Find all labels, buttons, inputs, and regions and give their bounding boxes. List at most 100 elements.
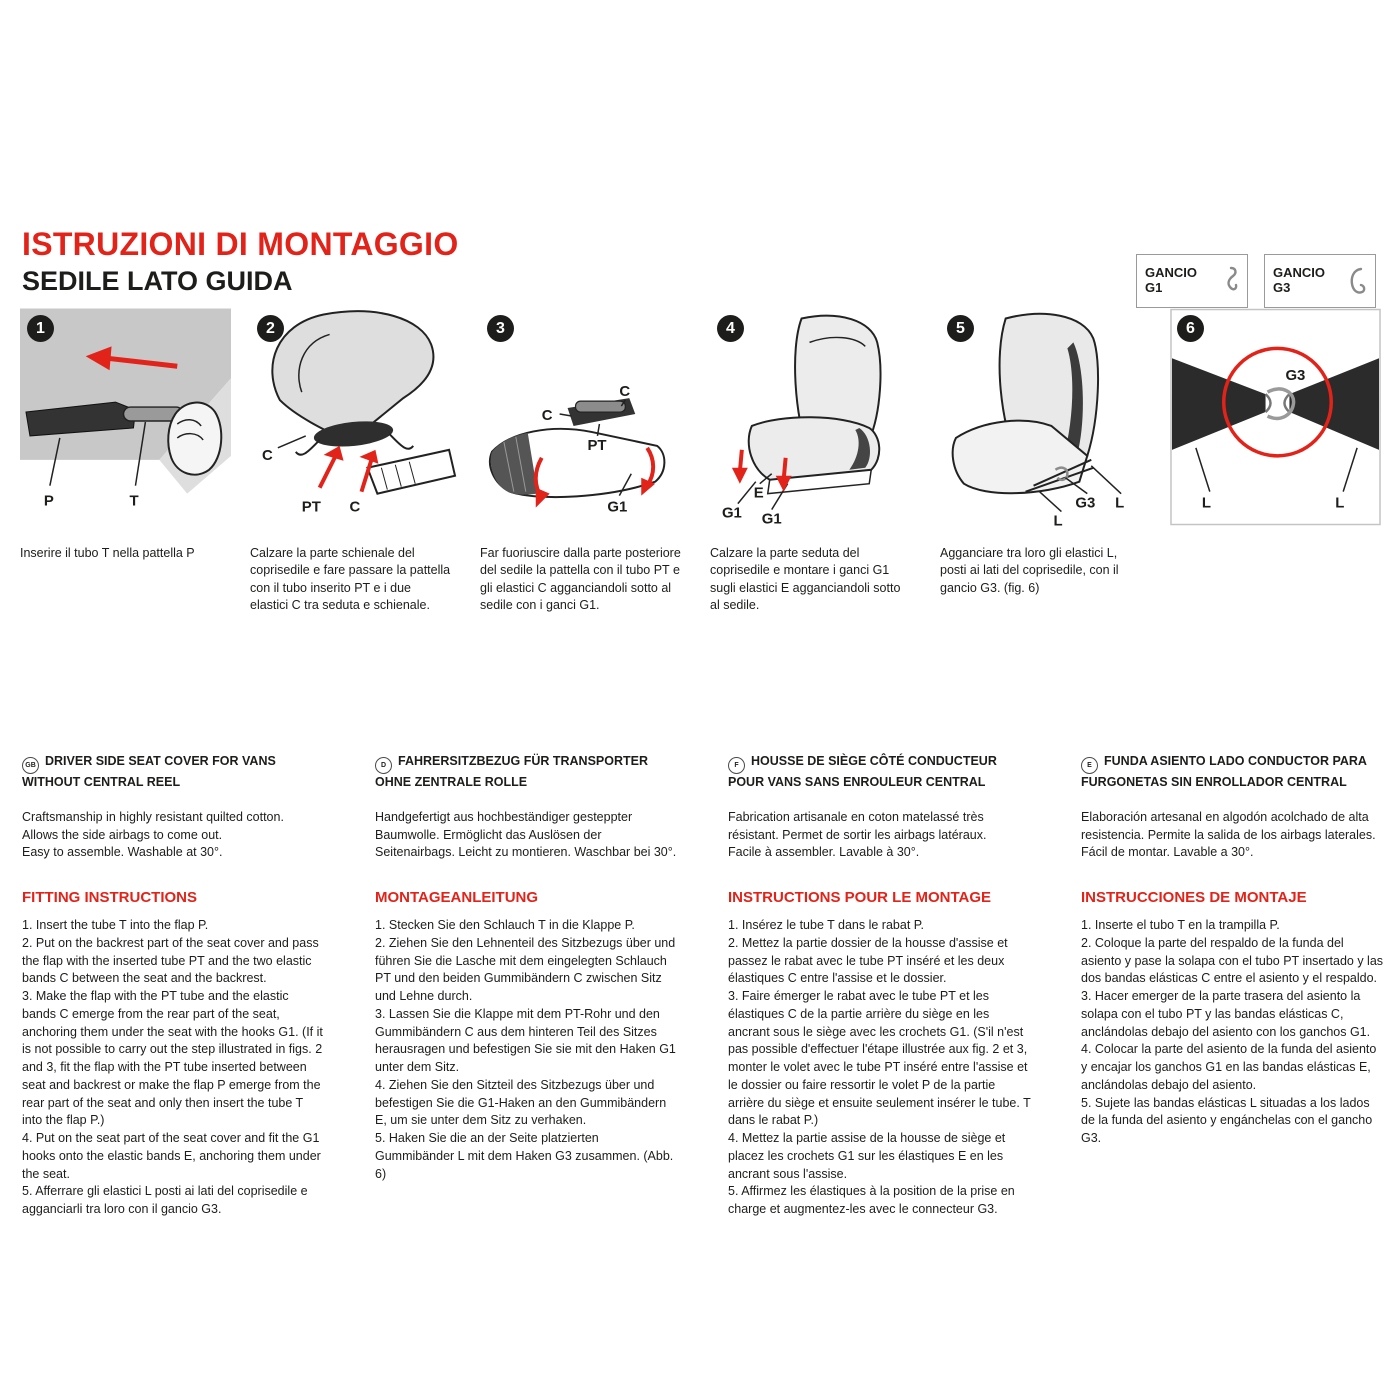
backrest-cover-drawing: C PT C — [262, 310, 457, 516]
panel-step-5: G3 L L 5 Agganciare tra loro gli elastic… — [940, 308, 1151, 614]
step-text: 4. Colocar la parte del asiento de la fu… — [1081, 1042, 1377, 1092]
red-arrow-left-head — [535, 487, 550, 508]
panel-caption: Calzare la parte seduta del coprisedile … — [710, 546, 901, 612]
flag-de-icon: D — [375, 757, 392, 775]
step-text: 5. Affirmez les élastiques à la position… — [728, 1184, 1015, 1217]
red-highlight-circle — [1222, 346, 1333, 458]
step-panels: P T 1 Inserire il tubo T nella pattella … — [20, 308, 1381, 614]
cushion-shape — [747, 416, 881, 481]
cushion-stripes — [503, 436, 527, 492]
leader-line-l-right — [1342, 447, 1358, 492]
header: ISTRUZIONI DI MONTAGGIO SEDILE LATO GUID… — [22, 226, 459, 297]
column-intro: Handgefertigt aus hochbeständiger gestep… — [375, 809, 677, 860]
flag-letter: D — [380, 762, 387, 769]
leader-line-c-right — [620, 399, 626, 407]
step-text: 4. Ziehen Sie den Sitzteil des Sitzbezug… — [375, 1077, 667, 1128]
step-text: 5. Haken Sie die an der Seite platzierte… — [375, 1131, 674, 1181]
part-label-g3: G3 — [1285, 367, 1305, 384]
column-heading-text: FUNDA ASIENTO LADO CONDUCTOR PARA FURGON… — [1081, 754, 1367, 790]
step-text: 1. Stecken Sie den Schlauch T in die Kla… — [375, 918, 635, 933]
flag-letter: E — [1087, 762, 1092, 769]
red-arrow-1-line — [317, 454, 338, 489]
part-label-c-right: C — [619, 383, 630, 400]
part-label-l-left: L — [1202, 495, 1211, 512]
panel-step-4: E G1 G1 4 Calzare la parte seduta del co… — [710, 308, 921, 614]
leader-line-c-left — [559, 413, 572, 417]
panel-step-3: C PT C G1 3 Far fuoriuscire dalla parte … — [480, 308, 691, 614]
instructions-title: FITTING INSTRUCTIONS — [22, 889, 197, 907]
step-text: 3. Lassen Sie die Klappe mit dem PT-Rohr… — [375, 1006, 676, 1075]
panel-2-illustration: C PT C 2 — [250, 308, 461, 533]
headrest-line — [809, 336, 866, 347]
red-arrow-2-line — [359, 459, 374, 493]
step-text: 3. Hacer emerger de la parte trasera del… — [1081, 989, 1371, 1039]
cushion-stripes — [380, 461, 416, 490]
seat-cushion-shape — [366, 448, 457, 495]
tube-into-flap-drawing: P T — [20, 308, 231, 510]
flag-letter: F — [734, 762, 739, 769]
step-text: 4. Put on the seat part of the seat cove… — [22, 1131, 321, 1181]
hook-legend-g3-label: GANCIO G3 — [1273, 265, 1325, 296]
side-elastics-drawing: G3 L L — [951, 312, 1124, 530]
red-arrow-2-head — [359, 449, 379, 464]
part-label-pt: PT — [302, 499, 321, 516]
elastic-band-right — [388, 433, 415, 450]
column-intro: Craftsmanship in highly resistant quilte… — [22, 809, 284, 860]
seat-part-drawing: E G1 G1 — [722, 314, 882, 528]
leader-line-g1-left — [737, 481, 757, 505]
hook-legend-g1-label: GANCIO G1 — [1145, 265, 1197, 296]
column-heading-text: FAHRERSITZBEZUG FÜR TRANSPORTER OHNE ZEN… — [375, 754, 648, 790]
step-number-badge: 2 — [257, 315, 284, 342]
strap-l-left — [1171, 358, 1266, 450]
flag-es-icon: E — [1081, 757, 1098, 775]
column-intro: Elaboración artesanal en algodón acolcha… — [1081, 809, 1376, 860]
flag-letter: GB — [25, 762, 36, 769]
step-text: 2. Coloque la parte del respaldo de la f… — [1081, 935, 1384, 986]
part-label-g1: G1 — [607, 499, 627, 516]
panel-4-illustration: E G1 G1 4 — [710, 308, 921, 533]
cushion-dark-end — [490, 432, 538, 495]
hook-legend-g3: GANCIO G3 — [1264, 254, 1376, 308]
panel-step-2: C PT C 2 Calzare la parte schienale del … — [250, 308, 461, 614]
side-bolster-shape — [849, 427, 871, 470]
leader-line-g1 — [618, 473, 632, 497]
flag-gb-icon: GB — [22, 757, 39, 775]
red-arrow-1-head — [323, 445, 344, 461]
red-arrow-right-head — [641, 477, 656, 496]
step-text: 1. Insérez le tube T dans le rabat P. — [728, 918, 924, 933]
skirt-line — [766, 469, 872, 495]
g3-hook-icon — [1350, 267, 1366, 294]
panel-caption: Far fuoriuscire dalla parte posteriore d… — [480, 546, 681, 612]
step-text: 3. Make the flap with the PT tube and th… — [22, 989, 323, 1128]
g1-hook-icon — [1227, 266, 1238, 291]
leader-line-pt — [596, 423, 601, 437]
hook-detail-drawing: G3 L L — [1170, 308, 1381, 526]
step-text: 2. Ziehen Sie den Lehnenteil des Sitzbez… — [375, 935, 676, 1004]
hand-finger-lines — [176, 419, 204, 441]
flap-pt-shape — [313, 421, 394, 447]
step-number-badge: 1 — [27, 315, 54, 342]
instructions-title: INSTRUCCIONES DE MONTAJE — [1081, 889, 1307, 907]
leader-line-c-left — [277, 435, 307, 449]
step-number-badge: 4 — [717, 315, 744, 342]
panel-5-illustration: G3 L L 5 — [940, 308, 1151, 533]
leader-line-l-left — [1195, 447, 1211, 492]
part-label-p: P — [44, 493, 54, 510]
part-label-c-left: C — [262, 447, 273, 464]
elastic-band-left — [294, 439, 321, 456]
red-arrow-2-head — [775, 475, 792, 492]
hook-name: GANCIO — [1145, 265, 1197, 281]
panel-3-illustration: C PT C G1 3 — [480, 308, 691, 533]
hook-name: GANCIO — [1273, 265, 1325, 281]
step-number-badge: 3 — [487, 315, 514, 342]
panel-1-illustration: P T 1 — [20, 308, 231, 533]
leader-line-l-bottom — [1039, 491, 1062, 513]
leader-line-l-right — [1090, 465, 1122, 495]
part-label-pt: PT — [587, 437, 606, 454]
step-number-badge: 5 — [947, 315, 974, 342]
